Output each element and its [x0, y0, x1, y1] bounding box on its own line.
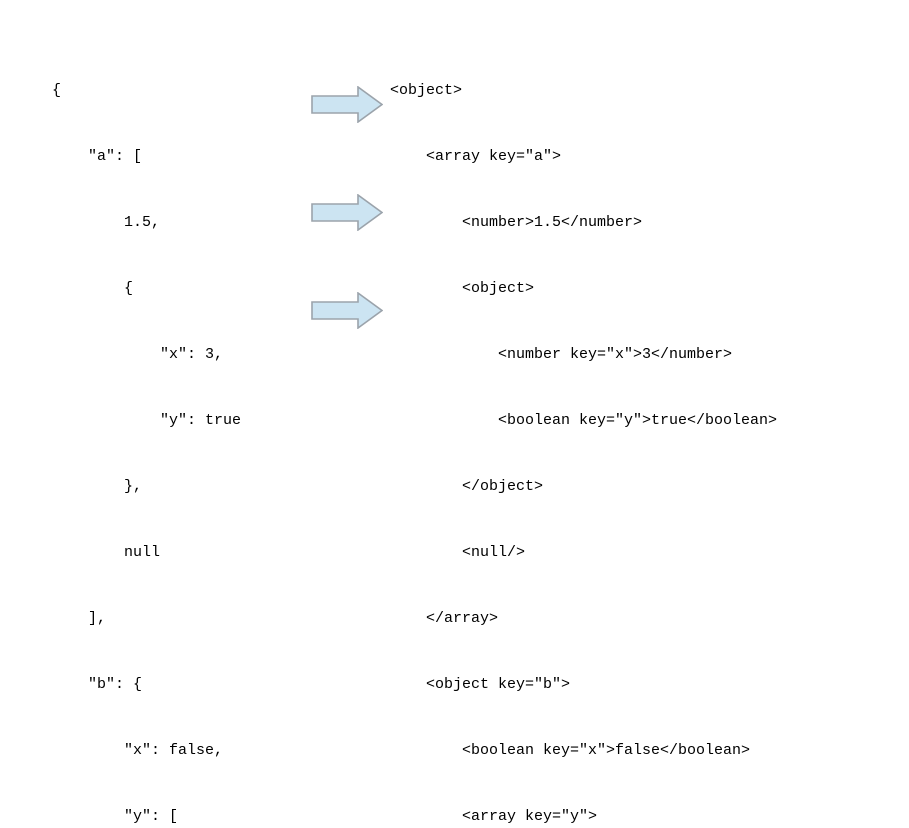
xml-line: <boolean key="x">false</boolean>: [390, 742, 751, 759]
right-arrow-icon: [311, 194, 383, 231]
xml-line: <object>: [390, 82, 463, 99]
xml-line: <object>: [390, 280, 535, 297]
xml-line: </object>: [390, 478, 544, 495]
right-arrow-icon: [311, 86, 383, 123]
json-line: "x": 3,: [52, 346, 224, 363]
json-line: "a": [: [52, 148, 143, 165]
json-line: "x": false,: [52, 742, 224, 759]
xml-line: <number>1.5</number>: [390, 214, 643, 231]
xml-result-block: <object> <array key="a"> <number>1.5</nu…: [390, 36, 777, 828]
xml-line: <boolean key="y">true</boolean>: [390, 412, 778, 429]
json-line: "y": true: [52, 412, 242, 429]
json-line: {: [52, 82, 62, 99]
json-line: null: [52, 544, 161, 561]
json-line: {: [52, 280, 134, 297]
json-source-block: { "a": [ 1.5, { "x": 3, "y": true }, nul…: [52, 36, 241, 828]
xml-line: <array key="y">: [390, 808, 598, 825]
json-line: "y": [: [52, 808, 179, 825]
json-to-xml-diagram: { "a": [ 1.5, { "x": 3, "y": true }, nul…: [52, 82, 777, 825]
xml-line: </array>: [390, 610, 499, 627]
json-line: ],: [52, 610, 107, 627]
right-arrow-icon: [311, 292, 383, 329]
xml-line: <null/>: [390, 544, 526, 561]
xml-line: <number key="x">3</number>: [390, 346, 733, 363]
xml-line: <array key="a">: [390, 148, 562, 165]
json-line: },: [52, 478, 143, 495]
json-line: "b": {: [52, 676, 143, 693]
xml-line: <object key="b">: [390, 676, 571, 693]
json-line: 1.5,: [52, 214, 161, 231]
